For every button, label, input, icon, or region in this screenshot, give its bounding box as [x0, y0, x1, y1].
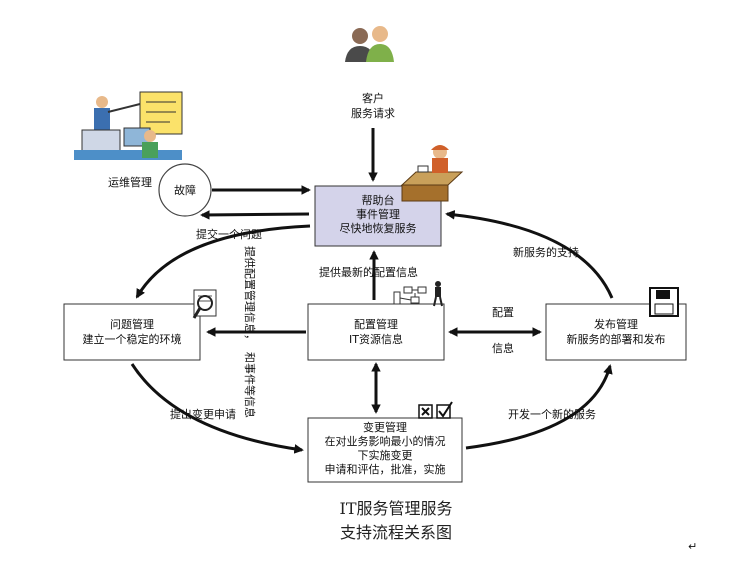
release-goal: 新服务的部署和发布: [567, 332, 666, 346]
develop-service-label: 开发一个新的服务: [508, 407, 596, 421]
paragraph-mark: ↵: [688, 540, 697, 553]
network-person-icon: [393, 281, 443, 307]
problem-management-box: [63, 303, 201, 361]
submit-problem-arrow: [135, 224, 311, 299]
config-info-label-1: 配置: [492, 306, 514, 319]
new-service-support-label: 新服务的支持: [513, 245, 579, 259]
change-desc-1: 在对业务影响最小的情况: [325, 434, 446, 448]
helpdesk-box: [314, 185, 442, 247]
customers-icon: [345, 26, 394, 62]
provide-config-label-1: 提供配置管理信息，: [243, 246, 257, 345]
magnifier-document-icon: [192, 289, 217, 319]
config-info-label-2: 信息: [492, 341, 514, 355]
provide-config-label-2: 和事件等信息: [243, 352, 257, 418]
config-subtitle: IT资源信息: [349, 332, 403, 346]
helpdesk-agent-icon: [400, 145, 464, 202]
fault-node: [158, 163, 212, 217]
submit-problem-label: 提交一个问题: [196, 227, 262, 241]
problem-goal: 建立一个稳定的环境: [83, 332, 182, 346]
floppy-disk-icon: [649, 287, 679, 317]
raise-change-label: 提出变更申请: [170, 407, 236, 421]
raise-change-arrow: [130, 363, 304, 454]
helpdesk-title: 帮助台: [362, 193, 395, 207]
release-title: 发布管理: [594, 317, 638, 331]
ops-team-illustration: [74, 91, 183, 160]
configuration-management-box: [307, 303, 445, 361]
helpdesk-incident: 事件管理: [356, 207, 400, 221]
diagram-title-line2: 支持流程关系图: [340, 523, 452, 542]
change-management-box: [307, 417, 463, 483]
new-service-support-arrow: [445, 210, 614, 299]
fault-label: 故障: [174, 183, 196, 197]
config-title: 配置管理: [354, 317, 398, 331]
change-title: 变更管理: [363, 420, 407, 434]
ops-label: 运维管理: [108, 175, 152, 189]
check-cross-boxes-icon: [418, 401, 453, 419]
helpdesk-goal: 尽快地恢复服务: [340, 221, 417, 235]
develop-service-arrow: [465, 364, 613, 450]
service-request-label: 服务请求: [351, 107, 395, 120]
diagram-title-line1: IT服务管理服务: [340, 499, 453, 518]
change-steps: 申请和评估，批准，实施: [325, 462, 446, 476]
latest-config-label: 提供最新的配置信息: [319, 265, 418, 279]
change-desc-2: 下实施变更: [358, 448, 413, 462]
helpdesk-to-config-info-arrow: [200, 210, 310, 220]
customer-label: 客户: [362, 91, 384, 105]
problem-title: 问题管理: [110, 317, 154, 331]
